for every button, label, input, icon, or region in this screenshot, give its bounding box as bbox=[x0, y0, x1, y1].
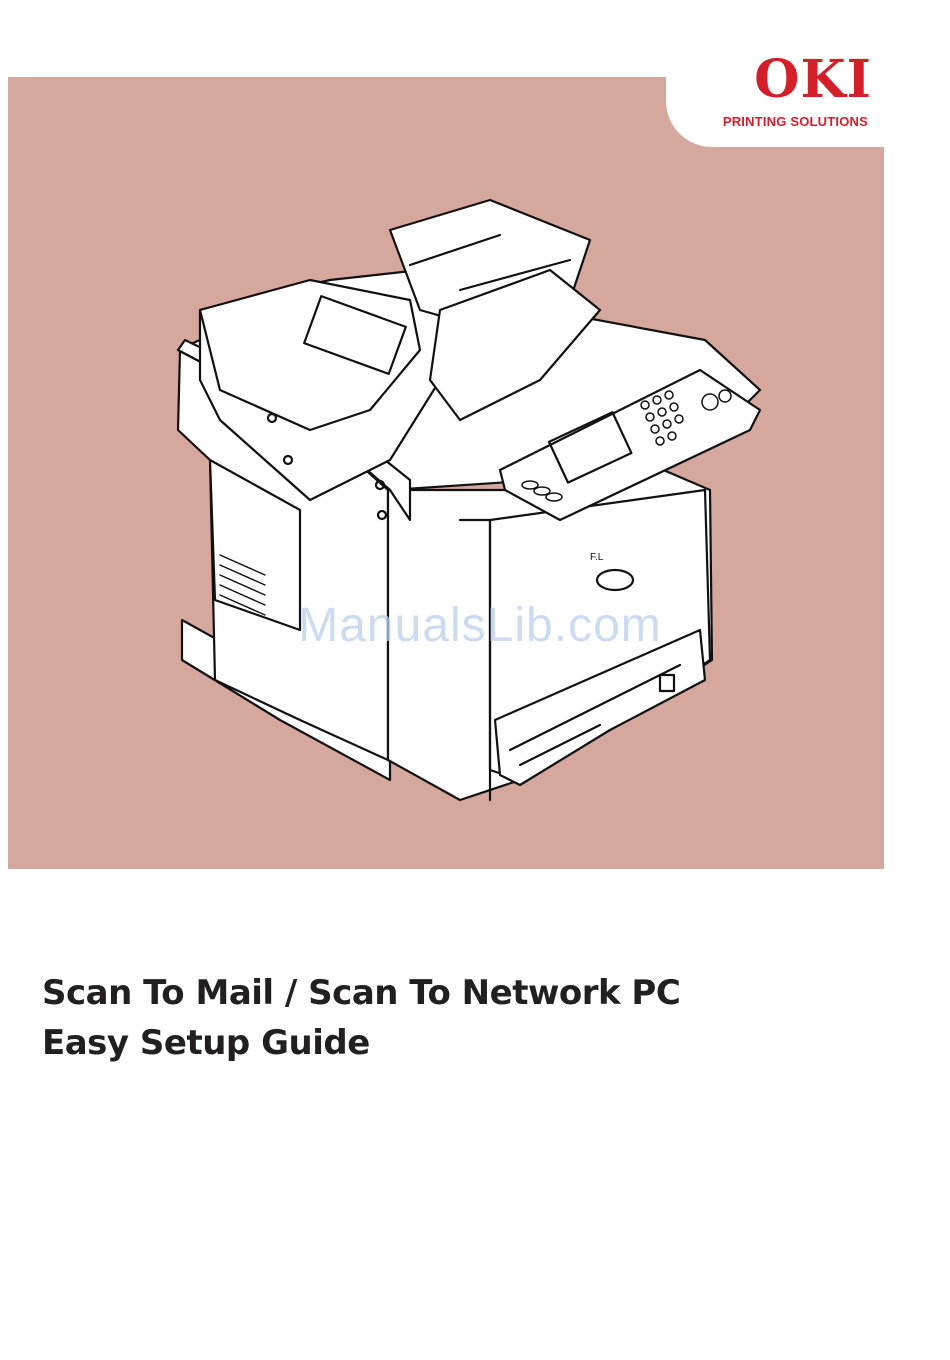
front-label: F.L bbox=[590, 552, 604, 563]
title-line-2: Easy Setup Guide bbox=[42, 1018, 680, 1068]
printer-illustration: F.L bbox=[160, 160, 780, 820]
logo-tagline: PRINTING SOLUTIONS bbox=[700, 114, 868, 129]
title-line-1: Scan To Mail / Scan To Network PC bbox=[42, 968, 680, 1018]
document-title: Scan To Mail / Scan To Network PC Easy S… bbox=[42, 968, 680, 1068]
watermark: ManualsLib.com bbox=[250, 596, 710, 656]
oki-logo: OKI bbox=[706, 52, 872, 108]
